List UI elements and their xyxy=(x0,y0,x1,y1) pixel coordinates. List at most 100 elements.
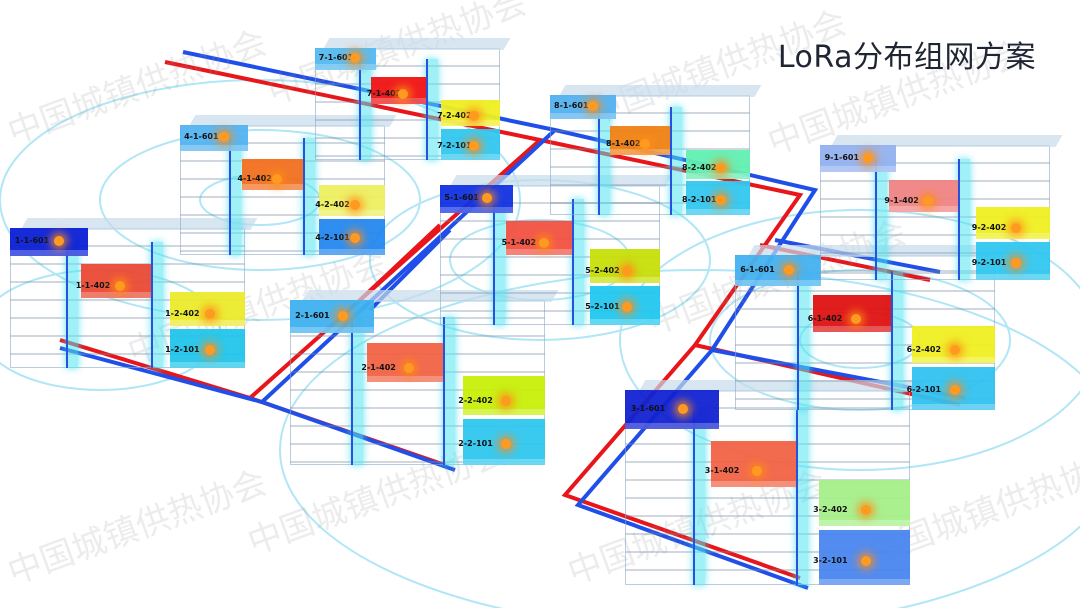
unit-label: 3-1-402 xyxy=(704,465,740,475)
building-6: 6-1-601 6-1-402 6-2-402 6-2-101 xyxy=(735,245,1009,410)
temperature-sensor-icon[interactable] xyxy=(350,199,361,210)
heating-riser-pipe xyxy=(598,107,610,215)
temperature-sensor-icon[interactable] xyxy=(622,302,633,313)
heating-riser-pipe xyxy=(958,158,970,280)
apartment-unit-6-1-402[interactable] xyxy=(813,295,891,333)
apartment-unit-1-1-601[interactable] xyxy=(10,228,88,256)
temperature-sensor-icon[interactable] xyxy=(337,310,348,321)
unit-label: 3-1-601 xyxy=(630,403,666,413)
apartment-unit-3-1-402[interactable] xyxy=(710,440,796,488)
unit-label: 2-2-101 xyxy=(458,439,493,449)
temperature-sensor-icon[interactable] xyxy=(204,308,215,319)
apartment-unit-6-2-402[interactable] xyxy=(911,326,995,364)
unit-label: 9-1-402 xyxy=(884,195,919,205)
unit-label: 6-1-601 xyxy=(740,264,775,274)
apartment-unit-2-1-402[interactable] xyxy=(366,342,443,383)
page-title: LoRa分布组网方案 xyxy=(777,40,1036,75)
apartment-unit-3-2-402[interactable] xyxy=(818,479,910,527)
temperature-sensor-icon[interactable] xyxy=(640,139,650,150)
temperature-sensor-icon[interactable] xyxy=(501,396,512,407)
temperature-sensor-icon[interactable] xyxy=(860,504,871,515)
temperature-sensor-icon[interactable] xyxy=(481,193,492,203)
temperature-sensor-icon[interactable] xyxy=(350,233,361,244)
temperature-sensor-icon[interactable] xyxy=(538,237,549,248)
apartment-unit-9-1-601[interactable] xyxy=(820,145,896,172)
temperature-sensor-icon[interactable] xyxy=(860,555,871,566)
unit-label: 4-2-402 xyxy=(315,199,350,209)
apartment-unit-7-1-402[interactable] xyxy=(370,77,426,104)
heating-riser-pipe xyxy=(670,107,682,215)
apartment-unit-4-1-601[interactable] xyxy=(180,125,248,151)
unit-label: 1-2-402 xyxy=(165,308,200,318)
heating-riser-pipe xyxy=(796,409,808,585)
unit-label: 1-1-402 xyxy=(75,280,111,290)
heating-riser-pipe xyxy=(359,59,372,160)
unit-label: 7-1-601 xyxy=(318,53,354,63)
temperature-sensor-icon[interactable] xyxy=(501,439,512,450)
temperature-sensor-icon[interactable] xyxy=(588,101,598,111)
temperature-sensor-icon[interactable] xyxy=(716,194,726,205)
heating-riser-pipe xyxy=(426,59,438,160)
temperature-sensor-icon[interactable] xyxy=(863,152,874,163)
temperature-sensor-icon[interactable] xyxy=(950,385,961,396)
heating-riser-pipe xyxy=(66,242,79,368)
temperature-sensor-icon[interactable] xyxy=(716,163,726,174)
unit-label: 5-2-402 xyxy=(585,265,620,275)
unit-label: 5-2-101 xyxy=(585,302,620,312)
unit-label: 8-1-402 xyxy=(606,139,641,149)
heating-riser-pipe xyxy=(151,242,163,368)
temperature-sensor-icon[interactable] xyxy=(272,173,283,184)
apartment-unit-3-1-601[interactable] xyxy=(625,390,720,429)
temperature-sensor-icon[interactable] xyxy=(398,89,409,100)
heating-riser-pipe xyxy=(797,270,810,410)
apartment-unit-4-1-402[interactable] xyxy=(241,158,303,190)
apartment-unit-5-1-402[interactable] xyxy=(506,221,572,255)
temperature-sensor-icon[interactable] xyxy=(1010,222,1021,233)
apartment-unit-8-1-601[interactable] xyxy=(550,95,616,119)
temperature-sensor-icon[interactable] xyxy=(54,236,65,246)
temperature-sensor-icon[interactable] xyxy=(622,265,633,276)
unit-label: 8-2-402 xyxy=(682,163,717,173)
temperature-sensor-icon[interactable] xyxy=(752,465,763,476)
heating-riser-pipe xyxy=(572,199,584,325)
unit-label: 8-1-601 xyxy=(554,101,589,110)
temperature-sensor-icon[interactable] xyxy=(115,280,126,291)
apartment-unit-7-1-601[interactable] xyxy=(315,48,377,71)
unit-label: 9-2-402 xyxy=(971,222,1007,232)
temperature-sensor-icon[interactable] xyxy=(218,132,229,142)
heating-riser-pipe xyxy=(229,138,242,255)
apartment-unit-2-2-402[interactable] xyxy=(463,375,545,416)
unit-label: 6-2-101 xyxy=(906,385,942,395)
apartment-unit-2-1-601[interactable] xyxy=(290,300,375,333)
temperature-sensor-icon[interactable] xyxy=(404,363,415,374)
temperature-sensor-icon[interactable] xyxy=(204,345,215,356)
heating-riser-pipe xyxy=(351,316,364,465)
apartment-unit-9-1-402[interactable] xyxy=(889,180,958,213)
heating-riser-pipe xyxy=(875,158,888,280)
temperature-sensor-icon[interactable] xyxy=(678,403,689,414)
temperature-sensor-icon[interactable] xyxy=(468,111,479,122)
temperature-sensor-icon[interactable] xyxy=(468,140,479,151)
unit-label: 5-1-601 xyxy=(444,193,479,202)
apartment-unit-5-1-601[interactable] xyxy=(440,185,513,213)
temperature-sensor-icon[interactable] xyxy=(851,314,862,325)
apartment-unit-1-1-402[interactable] xyxy=(80,264,151,298)
temperature-sensor-icon[interactable] xyxy=(783,264,794,275)
temperature-sensor-icon[interactable] xyxy=(1010,257,1021,268)
unit-label: 6-1-402 xyxy=(807,314,843,324)
heating-riser-pipe xyxy=(891,270,903,410)
building-8: 8-1-601 8-1-402 8-2-402 8-2-101 xyxy=(550,85,762,215)
unit-label: 6-2-402 xyxy=(906,345,942,355)
temperature-sensor-icon[interactable] xyxy=(350,53,361,64)
temperature-sensor-icon[interactable] xyxy=(950,345,961,356)
temperature-sensor-icon[interactable] xyxy=(923,195,934,206)
unit-label: 2-1-402 xyxy=(361,363,396,373)
apartment-unit-6-1-601[interactable] xyxy=(735,255,821,286)
unit-label: 8-2-101 xyxy=(682,194,717,204)
unit-label: 3-2-101 xyxy=(813,555,848,565)
